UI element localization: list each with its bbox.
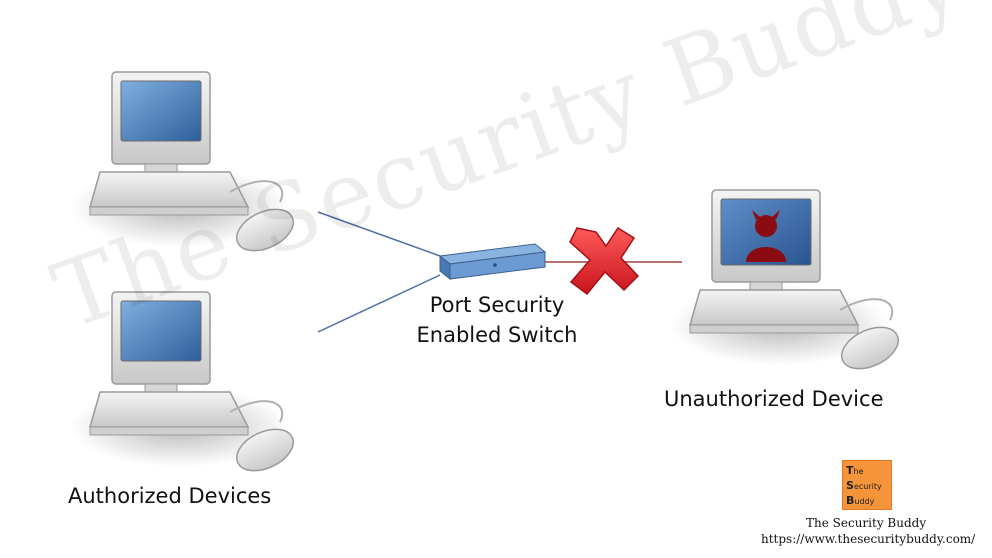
brand-logo-icon: The Security Buddy [842, 460, 892, 510]
switch-label-line1: Port Security [429, 293, 565, 317]
authorized-link-2 [317, 274, 441, 333]
brand-name: The Security Buddy [806, 516, 927, 530]
switch-label-line2: Enabled Switch [416, 323, 578, 347]
switch-label: Port Security Enabled Switch [392, 290, 602, 350]
authorized-link-1 [317, 211, 441, 257]
unauthorized-device-label: Unauthorized Device [664, 387, 884, 411]
brand-url: https://www.thesecuritybuddy.com/ [761, 532, 976, 546]
authorized-devices-label: Authorized Devices [68, 484, 272, 508]
blocked-x-icon [569, 226, 640, 296]
devil-icon [746, 210, 786, 262]
unauthorized-computer-icon [670, 189, 899, 370]
switch-icon [438, 243, 547, 281]
